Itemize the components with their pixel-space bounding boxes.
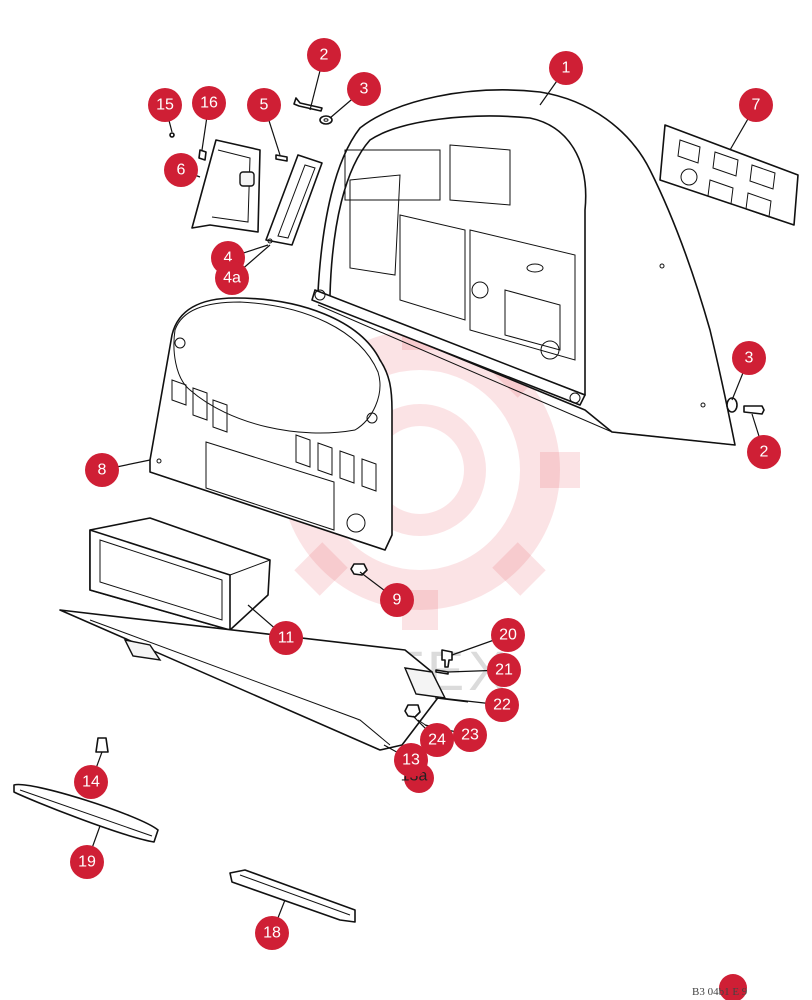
callout-7-label: 7 [752,97,761,114]
callout-5-label: 5 [260,97,269,114]
callout-16: 16 [192,86,226,120]
callout-6: 6 [164,153,198,187]
callout-18: 18 [255,916,289,950]
callout-19-label: 19 [78,854,96,871]
callout-18-label: 18 [263,925,281,942]
callout-20-label: 20 [499,627,517,644]
part-18-handle [229,869,356,923]
callout-13-label: 13 [402,752,420,769]
callout-9-label: 9 [393,592,402,609]
callout-19: 19 [70,845,104,879]
callout-20: 20 [491,618,525,652]
callout-8-label: 8 [98,462,107,479]
callout-3-upper: 3 [347,72,381,106]
part-15-screw [169,132,175,138]
callout-21-label: 21 [495,662,513,679]
callout-4a-label: 4a [223,270,241,287]
callout-5: 5 [247,88,281,122]
part-3-washer-right [726,397,738,413]
callout-3-right: 3 [732,341,766,375]
callout-2-right: 2 [747,435,781,469]
callout-16-label: 16 [200,95,218,112]
part-22-clip [434,697,469,703]
callout-21: 21 [487,653,521,687]
callout-13: 13 [394,743,428,777]
callout-7: 7 [739,88,773,122]
part-1-housing [311,89,736,446]
callout-1: 1 [549,51,583,85]
part-3-washer-upper [319,115,333,125]
part-5-screw [275,154,288,162]
callout-3-right-label: 3 [745,350,754,367]
part-21-washer [435,669,449,675]
callout-24-label: 24 [428,732,446,749]
reference-code-label: B3 04b1 E 9 [692,986,748,998]
part-4-rail [265,154,323,246]
callout-22: 22 [485,688,519,722]
callout-2-upper-label: 2 [320,47,329,64]
callout-23-label: 23 [461,727,479,744]
callout-22-label: 22 [493,697,511,714]
part-9-nut [350,563,368,576]
part-6-bracket [191,139,261,233]
callout-11: 11 [269,621,303,655]
callout-4-label: 4 [224,250,233,267]
callout-14-label: 14 [82,774,100,791]
part-2-bolt-upper [293,97,323,112]
callout-24: 24 [420,723,454,757]
callout-3-upper-label: 3 [360,81,369,98]
callout-15-label: 15 [156,97,174,114]
callout-11-label: 11 [278,630,295,647]
part-11-storage-box [89,517,271,631]
part-13-lower-trim [59,609,447,751]
part-24-nut [404,704,421,718]
callout-4a: 4a [215,261,249,295]
part-16-screw [198,149,207,161]
part-7-switch-plate [659,124,799,226]
part-19-handle [13,783,159,843]
callout-23: 23 [453,718,487,752]
callout-1-label: 1 [562,60,571,77]
reference-code: B3 04b1 E 9 [692,974,748,1000]
callout-2-right-label: 2 [760,444,769,461]
callout-9: 9 [380,583,414,617]
callout-8: 8 [85,453,119,487]
callout-14: 14 [74,765,108,799]
part-8-instrument-panel [149,297,393,551]
part-2-bolt-right [743,405,765,415]
callout-15: 15 [148,88,182,122]
callout-2-upper: 2 [307,38,341,72]
callout-6-label: 6 [177,162,186,179]
part-14-clip [95,737,109,753]
